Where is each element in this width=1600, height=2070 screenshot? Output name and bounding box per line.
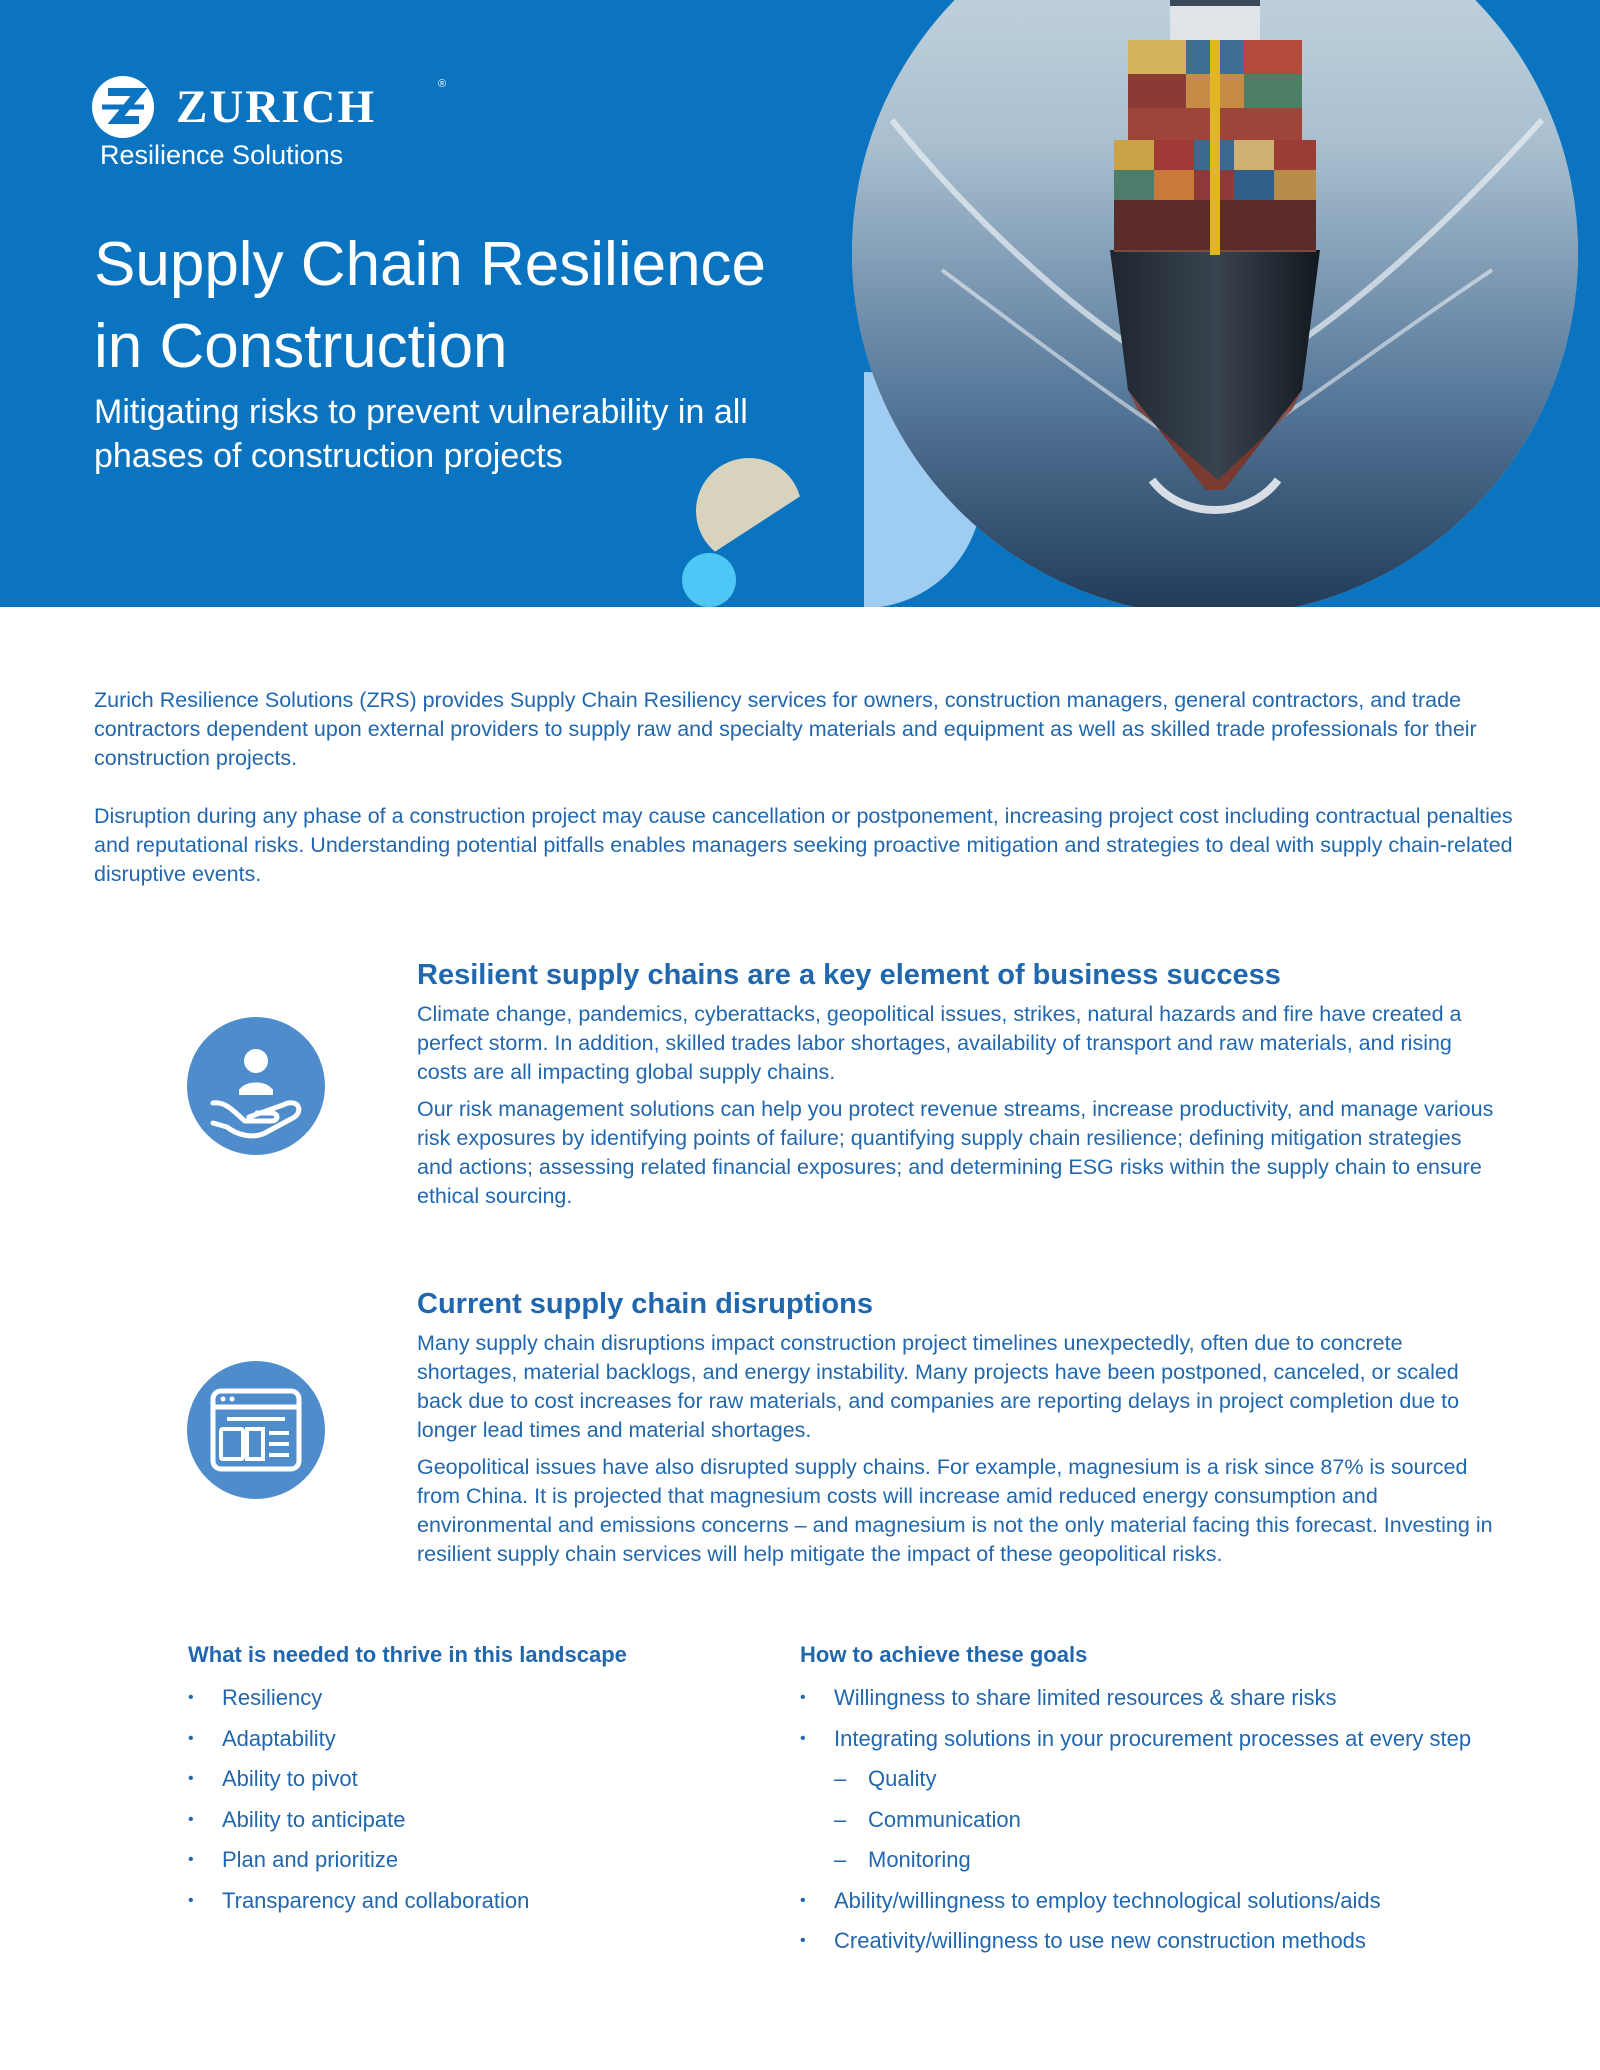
bullet-icon: • <box>800 1689 806 1706</box>
list-item-label: Quality <box>868 1766 937 1791</box>
list-item: • Resiliency <box>188 1678 828 1719</box>
sub-list-item: –Monitoring <box>800 1840 1440 1881</box>
hand-holding-person-icon <box>187 1017 325 1155</box>
page-title: Supply Chain Resilience in Construction <box>94 230 767 381</box>
bullet-icon: • <box>800 1891 806 1909</box>
brand-name: ZURICH <box>176 81 377 133</box>
sub-list-item: –Communication <box>800 1800 1440 1841</box>
bullet-icon: • <box>188 1810 194 1828</box>
list-item-label: Creativity/willingness to use new constr… <box>834 1928 1366 1953</box>
dash-icon: – <box>834 1806 847 1832</box>
list-heading: What is needed to thrive in this landsca… <box>188 1642 627 1667</box>
list-item: • Ability to pivot <box>188 1759 828 1800</box>
list-item: • Integrating solutions in your procureme… <box>800 1719 1471 1760</box>
intro-paragraph: Disruption during any phase of a constru… <box>94 804 1513 886</box>
list-item: • Ability to anticipate <box>188 1800 828 1841</box>
section-business-success: Resilient supply chains are a key elemen… <box>417 956 1497 1219</box>
list-item-label: Plan and prioritize <box>222 1847 399 1872</box>
dash-icon: – <box>834 1847 847 1872</box>
list-item-label: Ability to pivot <box>222 1766 358 1791</box>
bullet-icon: • <box>188 1729 194 1747</box>
zurich-z-icon <box>92 76 154 138</box>
section-paragraph: Climate change, pandemics, cyberattacks,… <box>417 1002 1462 1084</box>
bullet-icon: • <box>188 1770 194 1787</box>
list-item: • Adaptability <box>188 1719 828 1760</box>
list-what-is-needed: What is needed to thrive in this landsca… <box>188 1640 828 1921</box>
section-paragraph: Geopolitical issues have also disrupted … <box>417 1455 1493 1566</box>
list-item: • Ability/willingness to employ technolog… <box>800 1881 1440 1922</box>
bullet-icon: • <box>800 1932 806 1949</box>
list-item: • Willingness to share limited resources … <box>800 1678 1440 1719</box>
page-subtitle: Mitigating risks to prevent vulnerabilit… <box>94 393 748 475</box>
bullet-icon: • <box>800 1729 806 1747</box>
list-item: • Transparency and collaboration <box>188 1881 828 1922</box>
container-ship-image <box>852 0 1578 607</box>
list-item-label: Monitoring <box>868 1847 971 1872</box>
list-item: • Creativity/willingness to use new const… <box>800 1921 1440 1962</box>
section-current-disruptions: Current supply chain disruptions Many su… <box>417 1285 1497 1577</box>
list-item-label: Communication <box>868 1806 1021 1832</box>
bullet-icon: • <box>188 1891 194 1909</box>
list-item-label: Adaptability <box>222 1725 336 1751</box>
header-banner: ZURICH ® Resilience Solutions Supply Cha… <box>0 0 1600 607</box>
intro-paragraph: Zurich Resilience Solutions (ZRS) provid… <box>94 688 1477 770</box>
section-paragraph: Many supply chain disruptions impact con… <box>417 1331 1460 1442</box>
list-item-label: Transparency and collaboration <box>222 1887 530 1913</box>
newspaper-icon <box>187 1361 325 1499</box>
registered-mark: ® <box>438 78 447 90</box>
list-item-label: Ability to anticipate <box>222 1806 406 1832</box>
section-heading: Current supply chain disruptions <box>417 1288 873 1320</box>
list-item: • Plan and prioritize <box>188 1840 828 1881</box>
section-paragraph: Our risk management solutions can help y… <box>417 1097 1494 1208</box>
bullet-icon: • <box>188 1851 194 1868</box>
dash-icon: – <box>834 1766 847 1791</box>
intro-text: Zurich Resilience Solutions (ZRS) provid… <box>94 686 1514 918</box>
list-item-label: Willingness to share limited resources &… <box>834 1685 1337 1710</box>
bullet-icon: • <box>188 1689 194 1706</box>
decorative-sand-shape <box>696 458 802 564</box>
section-heading: Resilient supply chains are a key elemen… <box>417 959 1281 991</box>
list-item-label: Integrating solutions in your procuremen… <box>834 1725 1472 1751</box>
brand-subtitle: Resilience Solutions <box>100 140 344 170</box>
list-item-label: Resiliency <box>222 1685 323 1710</box>
decorative-dot <box>682 553 736 607</box>
list-how-to-achieve: How to achieve these goals • Willingness … <box>800 1640 1471 1962</box>
list-heading: How to achieve these goals <box>800 1642 1088 1667</box>
list-item-label: Ability/willingness to employ technologi… <box>834 1887 1381 1913</box>
sub-list-item: –Quality <box>800 1759 1440 1800</box>
